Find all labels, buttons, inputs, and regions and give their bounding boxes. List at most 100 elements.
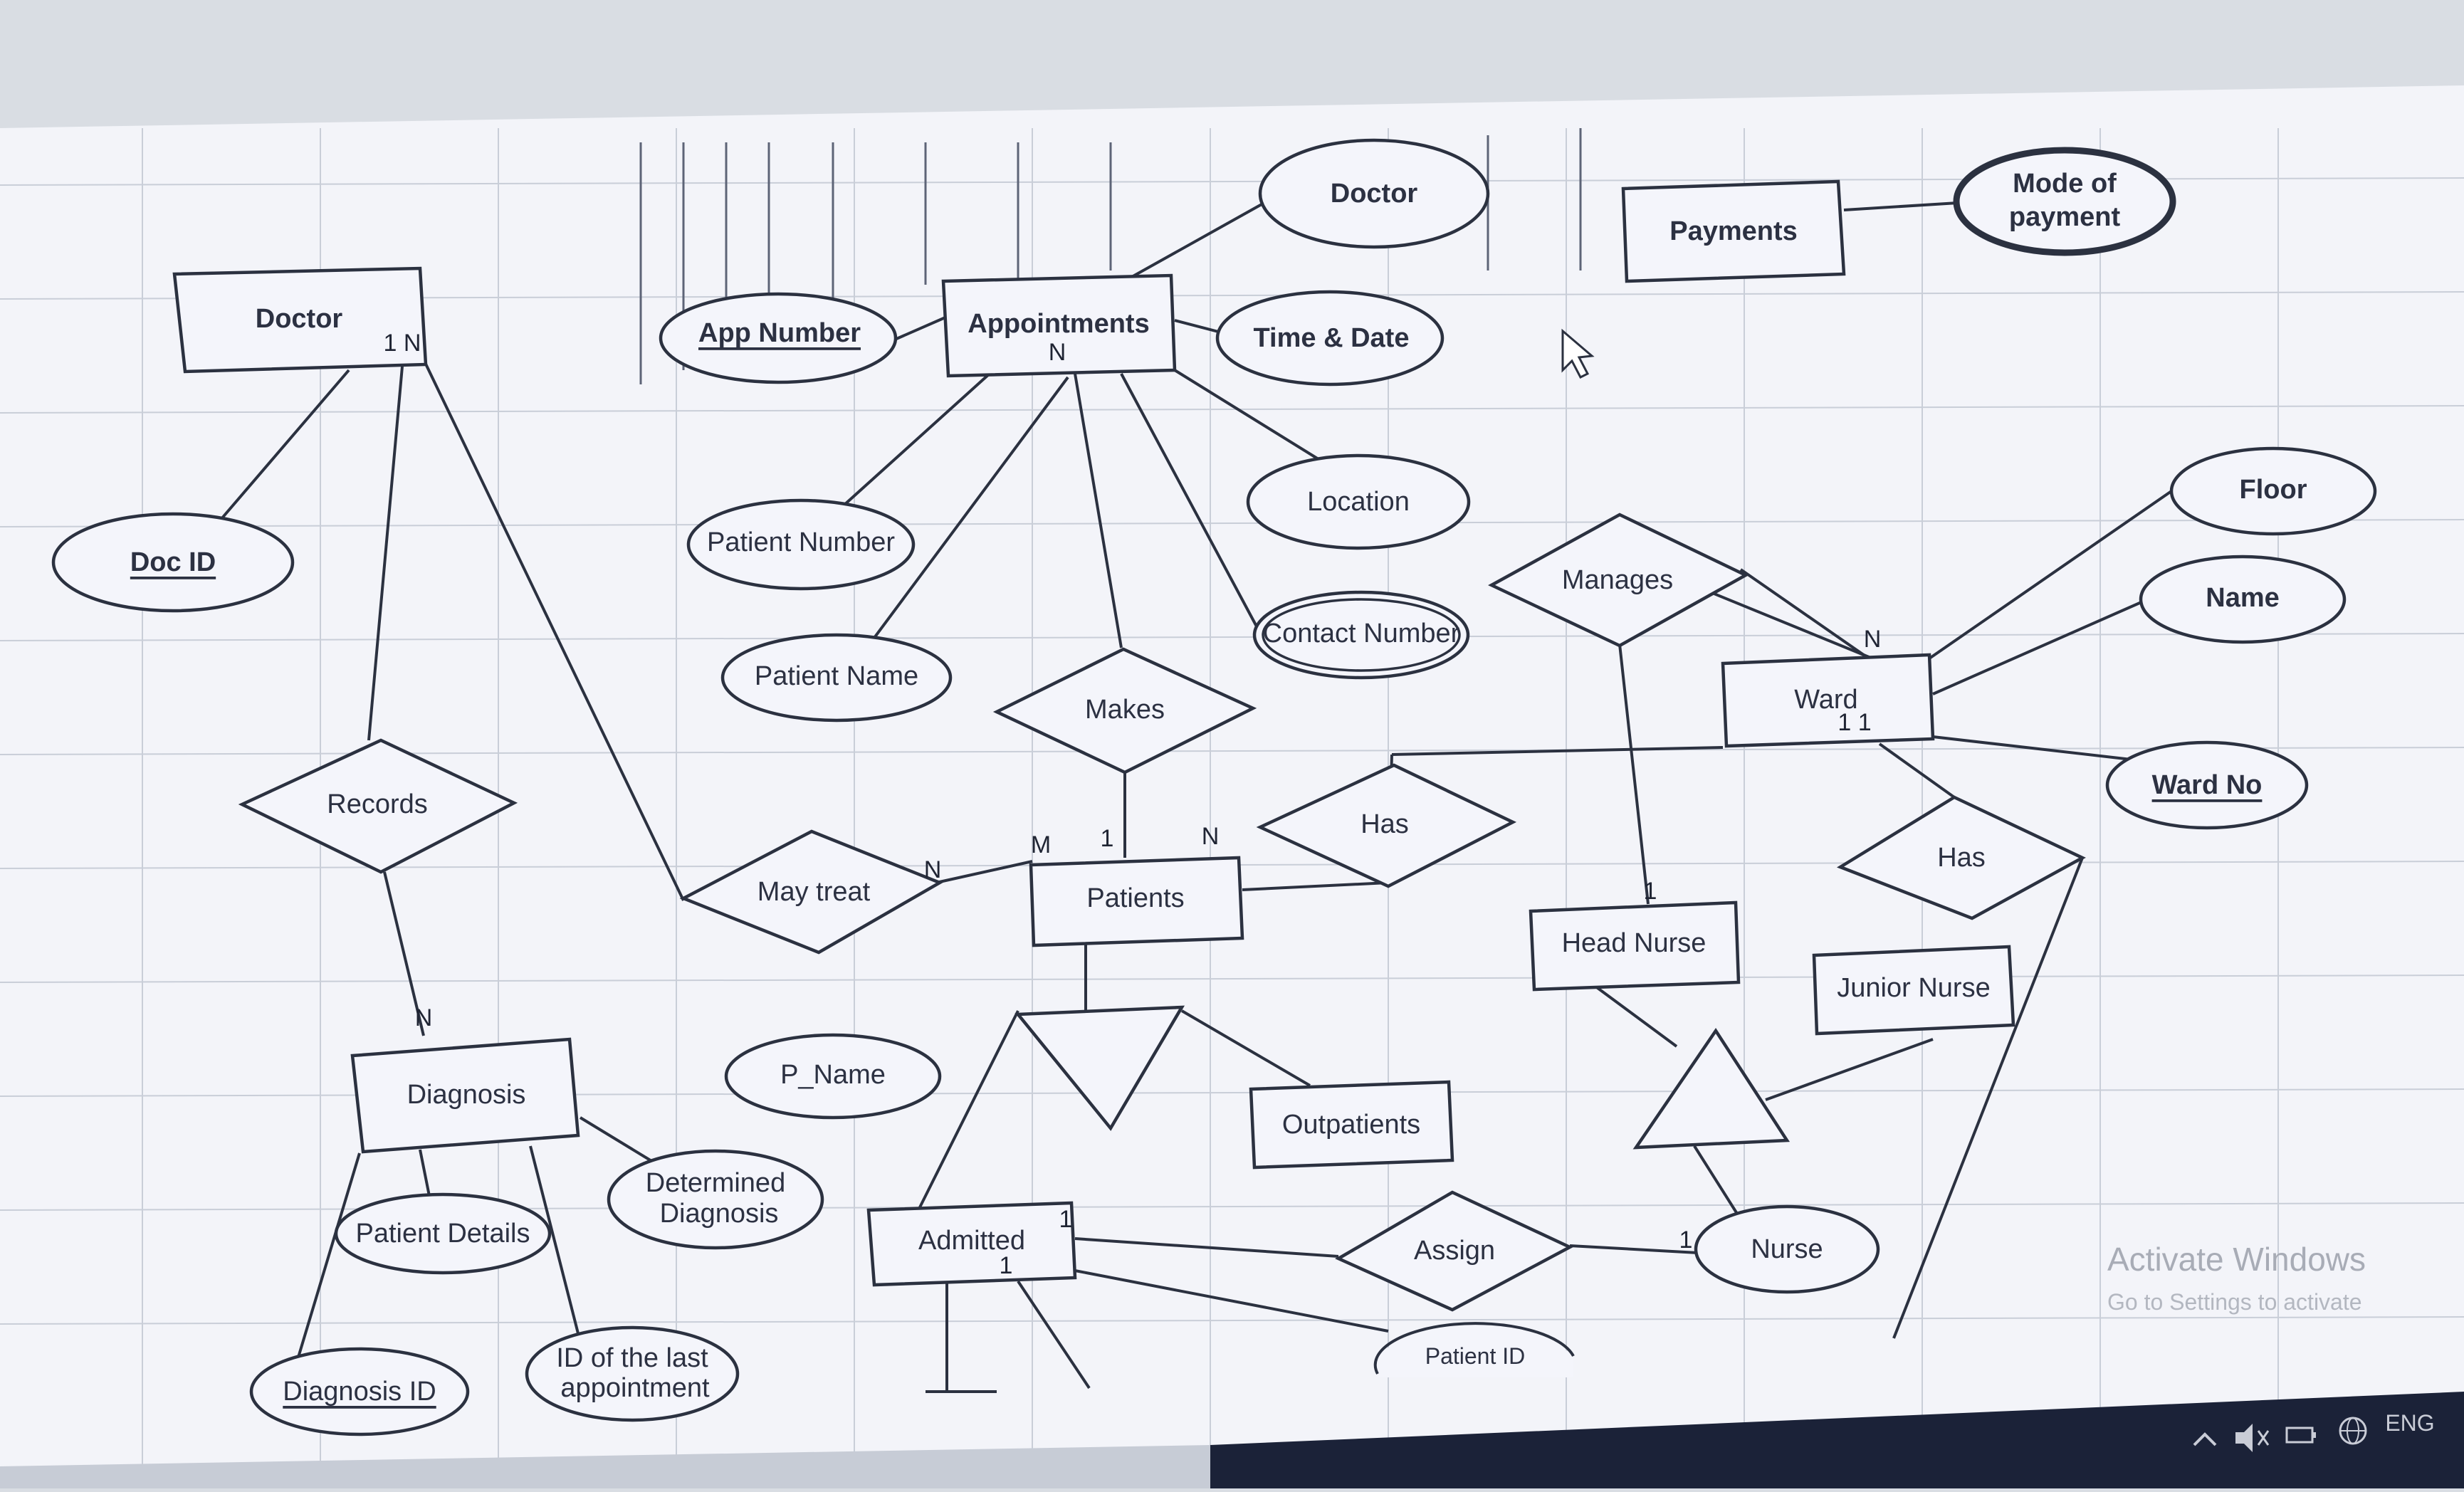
patients-label: Patients <box>1086 883 1184 913</box>
patient-id-label: Patient ID <box>1425 1343 1526 1369</box>
may-treat-label: May treat <box>757 877 871 907</box>
appointments-entity: Appointments N <box>941 273 1177 378</box>
determined-diagnosis-attribute: Determined Diagnosis <box>607 1149 824 1250</box>
network-globe-icon[interactable] <box>2339 1417 2367 1445</box>
patient-name-label: Patient Name <box>755 661 918 691</box>
outpatients-entity: Outpatients <box>1249 1080 1454 1170</box>
mode-payment-line2: payment <box>2009 202 2121 232</box>
junior-nurse-label: Junior Nurse <box>1837 973 1990 1003</box>
admitted-label: Admitted <box>918 1226 1025 1256</box>
doctor-attribute: Doctor <box>1258 138 1490 249</box>
patient-number-attribute: Patient Number <box>686 498 916 591</box>
time-date-attribute: Time & Date <box>1215 290 1445 387</box>
id-last-appointment-line1: ID of the last <box>556 1343 708 1373</box>
records-diagnosis-cardinality: N <box>415 1004 433 1031</box>
makes-relationship: Makes <box>992 647 1257 774</box>
name-label: Name <box>2206 583 2280 613</box>
patient-name-attribute: Patient Name <box>720 633 953 723</box>
ward-entity: Ward 1 1 <box>1721 653 1935 748</box>
isa-triangle-patients <box>1015 1005 1185 1131</box>
id-last-appointment-line2: appointment <box>560 1373 710 1403</box>
battery-icon[interactable] <box>2285 1427 2316 1444</box>
manages-relationship: Manages <box>1488 513 1749 648</box>
records-label: Records <box>327 789 428 819</box>
patient-details-attribute: Patient Details <box>334 1192 552 1275</box>
taskbar: ENG <box>0 1392 2464 1488</box>
patients-entity: Patients <box>1029 856 1244 947</box>
chevron-up-icon[interactable] <box>2193 1432 2217 1446</box>
ward-n-cardinality: N <box>1864 626 1882 653</box>
ward-no-label: Ward No <box>2152 770 2263 800</box>
appointments-cardinality: N <box>1049 339 1066 366</box>
ward-label: Ward <box>1794 685 1857 715</box>
patients-1-cardinality: 1 <box>1101 825 1114 852</box>
isa-triangle-nurses <box>1632 1027 1791 1150</box>
nurse-cardinality: 1 <box>1679 1226 1693 1254</box>
patients-n-cardinality: N <box>1202 823 1220 850</box>
head-nurse-label: Head Nurse <box>1562 928 1707 958</box>
diagnosis-entity: Diagnosis <box>350 1037 580 1154</box>
assign-label: Assign <box>1414 1236 1495 1266</box>
diagnosis-id-attribute: Diagnosis ID <box>249 1347 470 1436</box>
determined-diagnosis-line2: Diagnosis <box>660 1199 779 1229</box>
edges <box>219 148 2173 1393</box>
floor-attribute: Floor <box>2169 446 2377 536</box>
name-attribute: Name <box>2139 555 2347 644</box>
patients-m-cardinality: M <box>1031 831 1051 858</box>
contact-number-label: Contact Number <box>1263 619 1460 648</box>
watermark-line1: Activate Windows <box>2107 1241 2366 1278</box>
head-nurse-cardinality: 1 <box>1644 878 1657 905</box>
determined-diagnosis-line1: Determined <box>646 1168 785 1198</box>
mode-payment-line1: Mode of <box>2013 169 2117 199</box>
p-name-label: P_Name <box>780 1060 886 1090</box>
location-attribute: Location <box>1246 453 1471 550</box>
may-treat-cardinality: N <box>924 856 942 883</box>
nurse-entity: Nurse <box>1694 1204 1880 1294</box>
volume-muted-icon[interactable] <box>2235 1424 2270 1452</box>
language-indicator[interactable]: ENG <box>2385 1410 2434 1436</box>
head-nurse-entity: Head Nurse <box>1529 900 1741 992</box>
patient-id-attribute: Patient ID <box>1373 1322 1575 1377</box>
watermark-line2: Go to Settings to activate <box>2107 1289 2362 1315</box>
app-number-attribute: App Number <box>659 292 898 384</box>
patient-details-label: Patient Details <box>355 1219 530 1249</box>
assign-relationship: Assign <box>1335 1190 1574 1312</box>
ward-no-attribute: Ward No <box>2105 740 2309 830</box>
appointments-label: Appointments <box>968 309 1149 339</box>
app-number-label: App Number <box>698 318 861 348</box>
junior-nurse-entity: Junior Nurse <box>1812 945 2015 1036</box>
contact-number-attribute: Contact Number <box>1252 590 1470 680</box>
admitted-cardinality-b: 1 <box>1000 1252 1013 1279</box>
payments-entity: Payments <box>1621 179 1846 283</box>
nurse-label: Nurse <box>1751 1234 1823 1264</box>
activate-windows-watermark: Activate Windows Go to Settings to activ… <box>2107 1241 2366 1315</box>
diagnosis-label: Diagnosis <box>407 1080 526 1110</box>
payments-label: Payments <box>1669 216 1798 246</box>
outpatients-label: Outpatients <box>1282 1110 1420 1140</box>
diagnosis-id-label: Diagnosis ID <box>283 1377 436 1407</box>
doctor-entity: Doctor 1 N <box>172 266 428 374</box>
makes-label: Makes <box>1085 695 1165 725</box>
has-ward-label: Has <box>1937 843 1986 873</box>
doctor-attribute-label: Doctor <box>1331 179 1418 209</box>
patient-number-label: Patient Number <box>707 527 895 557</box>
may-treat-relationship: May treat <box>679 829 944 955</box>
mode-of-payment-attribute: Mode of payment <box>1953 147 2176 256</box>
doctor-cardinality: 1 N <box>384 330 421 357</box>
mouse-cursor-icon <box>1561 328 1595 379</box>
records-relationship: Records <box>238 738 518 874</box>
floor-label: Floor <box>2240 475 2307 505</box>
doctor-entity-label: Doctor <box>256 304 343 334</box>
manages-label: Manages <box>1562 565 1673 595</box>
doc-id-label: Doc ID <box>130 547 216 577</box>
time-date-label: Time & Date <box>1254 323 1410 353</box>
has-patients-relationship: Has <box>1256 763 1517 888</box>
admitted-entity: Admitted <box>866 1201 1077 1287</box>
id-last-appointment-attribute: ID of the last appointment <box>525 1325 740 1422</box>
screen-paper <box>0 85 2464 1473</box>
ward-cardinality-11: 1 1 <box>1837 709 1871 736</box>
has-ward-relationship: Has <box>1836 795 2086 920</box>
location-label: Location <box>1307 487 1410 517</box>
